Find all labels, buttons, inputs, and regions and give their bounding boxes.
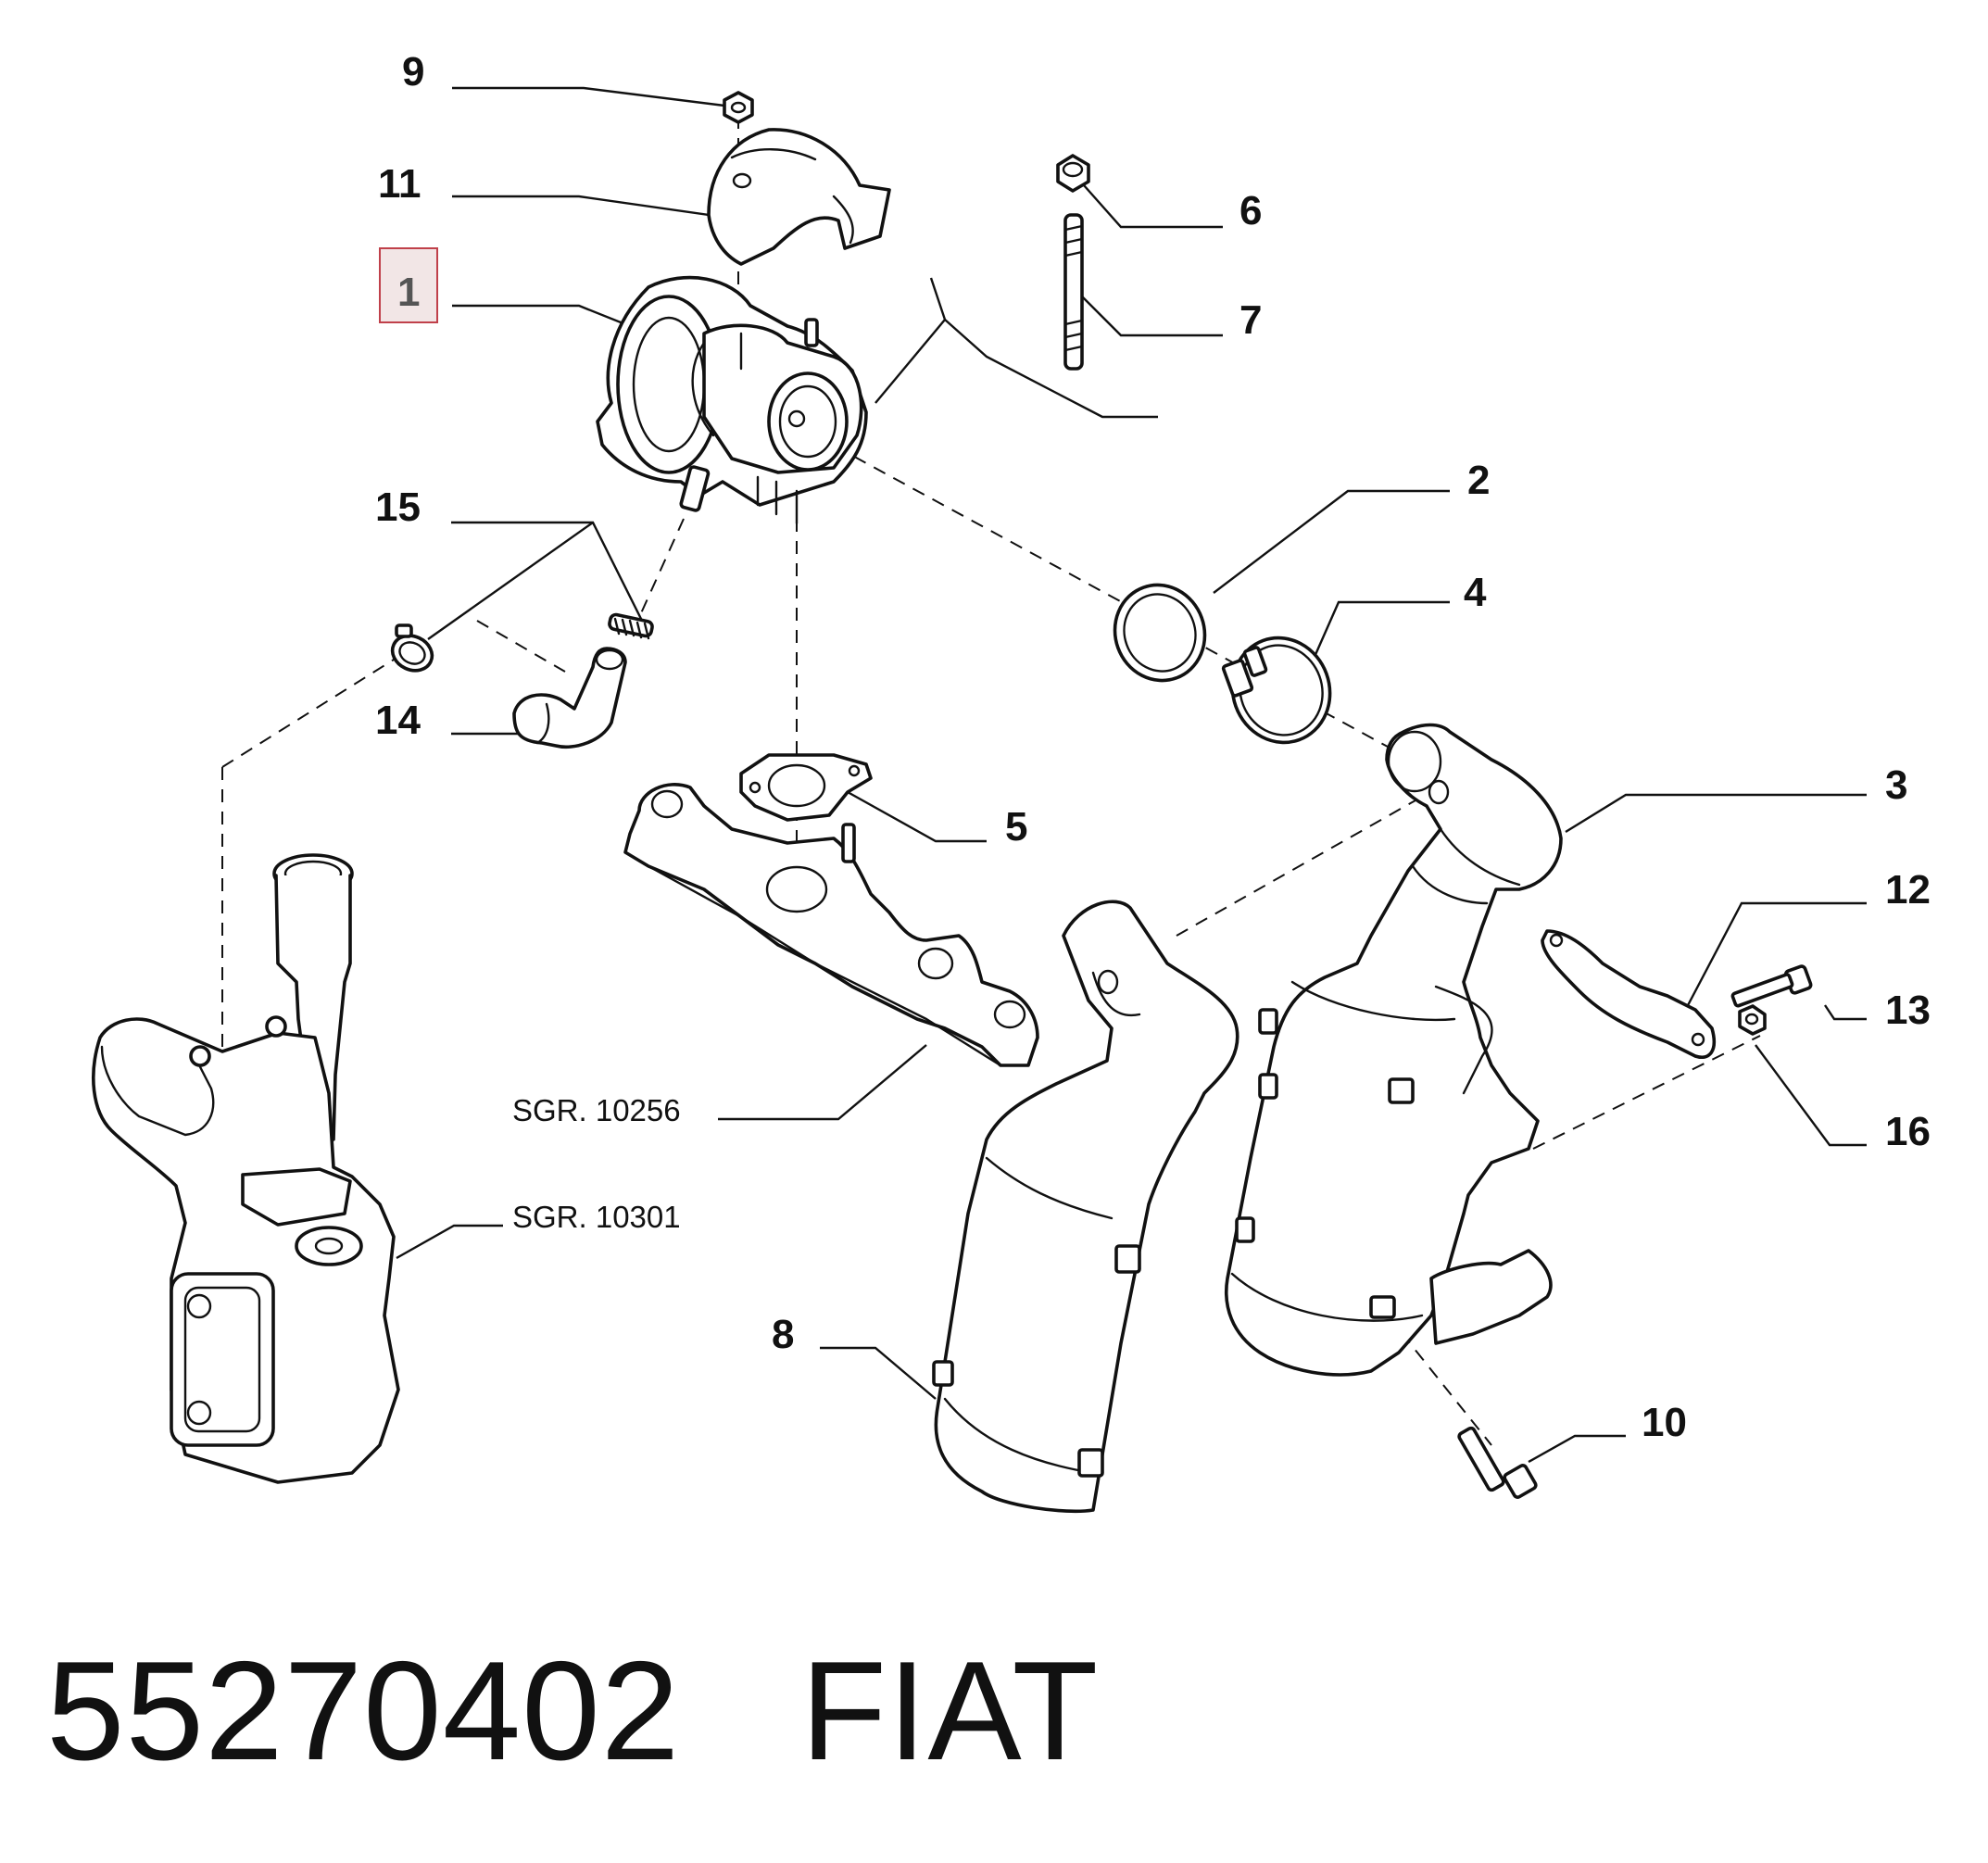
oil-filter-assembly xyxy=(92,853,400,1484)
part-16-nut xyxy=(1738,1004,1767,1036)
part-8-heat-shield xyxy=(932,900,1239,1514)
part-12-gasket-plate xyxy=(1541,929,1717,1059)
exploded-parts-diagram: 9 11 1 6 7 2 4 15 14 5 3 12 13 16 8 10 S… xyxy=(92,49,1931,1514)
part-3-particulate-filter xyxy=(1225,723,1563,1377)
callout-9: 9 xyxy=(402,49,424,94)
highlight-box-1 xyxy=(379,247,438,323)
part-5-flange-gasket xyxy=(739,753,873,822)
callout-14: 14 xyxy=(375,698,421,743)
part-6-nut xyxy=(1056,154,1090,193)
part-9-nut xyxy=(723,91,754,124)
part-1-turbocharger xyxy=(596,275,868,525)
callout-16: 16 xyxy=(1885,1109,1931,1154)
reference-sgr-10256: SGR. 10256 xyxy=(512,1093,681,1127)
part-number-footer: 55270402 FIAT xyxy=(46,1630,1099,1790)
callout-2: 2 xyxy=(1467,458,1490,503)
exhaust-manifold xyxy=(623,783,1039,1067)
part-15-hose-clamp-lower xyxy=(390,623,434,673)
part-2-gasket xyxy=(1113,583,1207,683)
part-15-hose-clamp-upper xyxy=(608,612,654,640)
callout-1: 1 xyxy=(397,270,420,315)
part-number: 55270402 xyxy=(46,1632,681,1790)
part-7-stud xyxy=(1063,213,1084,371)
callout-5: 5 xyxy=(1005,804,1027,850)
callout-15: 15 xyxy=(375,485,421,530)
part-11-heat-shield xyxy=(707,128,891,266)
callout-10: 10 xyxy=(1642,1400,1687,1445)
callout-12: 12 xyxy=(1885,867,1931,913)
part-4-clamp xyxy=(1221,636,1332,745)
callout-3: 3 xyxy=(1885,762,1907,808)
callout-4: 4 xyxy=(1464,570,1487,615)
brand-name: FIAT xyxy=(800,1632,1100,1790)
reference-sgr-10301: SGR. 10301 xyxy=(512,1200,681,1234)
part-10-bolt xyxy=(1457,1426,1538,1499)
part-14-hose xyxy=(512,647,627,749)
callout-7: 7 xyxy=(1239,297,1262,343)
callout-11: 11 xyxy=(378,161,422,207)
part-13-bolt xyxy=(1730,964,1813,1008)
callout-13: 13 xyxy=(1885,988,1931,1033)
callout-6: 6 xyxy=(1239,188,1262,233)
callout-8: 8 xyxy=(772,1312,794,1357)
